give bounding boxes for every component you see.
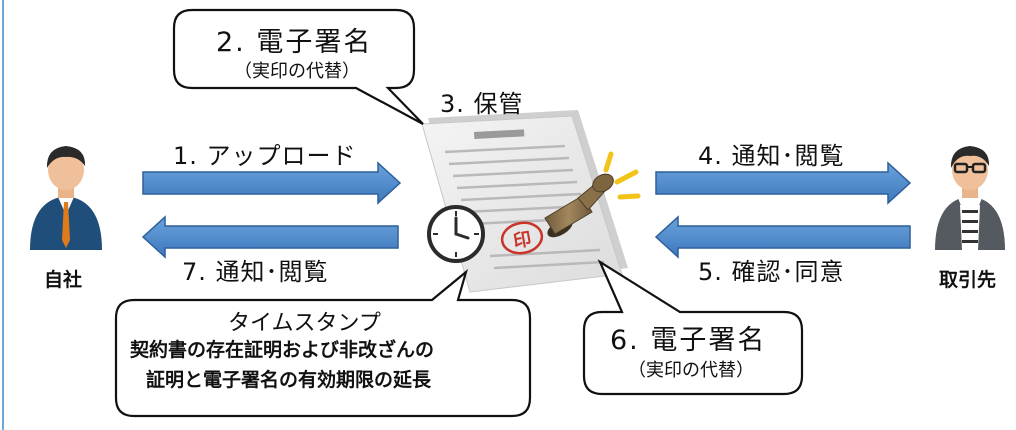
signature-bubble-2 — [172, 8, 424, 125]
arrow-1-upload — [142, 161, 402, 205]
left-border-rule — [2, 0, 4, 430]
arrow-4-notify — [655, 161, 912, 205]
step-4-label: 4. 通知･閲覧 — [698, 142, 845, 170]
step-2-title: 2. 電子署名 — [216, 27, 373, 58]
signature-bubble-6 — [582, 259, 804, 396]
step-2-subtitle: （実印の代替） — [234, 61, 360, 82]
arrow-5-confirm — [654, 215, 911, 259]
step-5-label: 5. 確認･同意 — [698, 258, 845, 286]
timestamp-title: タイムスタンプ — [228, 311, 381, 336]
step-6-title: 6. 電子署名 — [610, 325, 767, 356]
step-1-label: 1. アップロード — [173, 142, 357, 170]
step-6-subtitle: （実印の代替） — [628, 360, 754, 381]
clock-icon — [427, 205, 485, 263]
seal-mark-text: 印 — [512, 229, 533, 253]
contract-document-icon — [421, 110, 628, 293]
hanko-stamp-icon — [544, 173, 614, 238]
timestamp-line-2: 証明と電子署名の有効期限の延長 — [146, 369, 432, 391]
partner-person-icon — [935, 146, 1005, 250]
seal-mark-icon: 印 — [500, 221, 544, 255]
arrow-7-notify — [141, 215, 399, 259]
step-7-label: 7. 通知･閲覧 — [182, 258, 329, 286]
company-person-icon — [30, 146, 102, 250]
partner-label: 取引先 — [939, 269, 997, 291]
company-label: 自社 — [44, 269, 83, 291]
step-3-label: 3. 保管 — [440, 90, 524, 118]
timestamp-line-1: 契約書の存在証明および非改ざんの — [130, 339, 435, 361]
timestamp-bubble — [114, 268, 532, 418]
stamp-sparkle-icon — [603, 151, 641, 200]
